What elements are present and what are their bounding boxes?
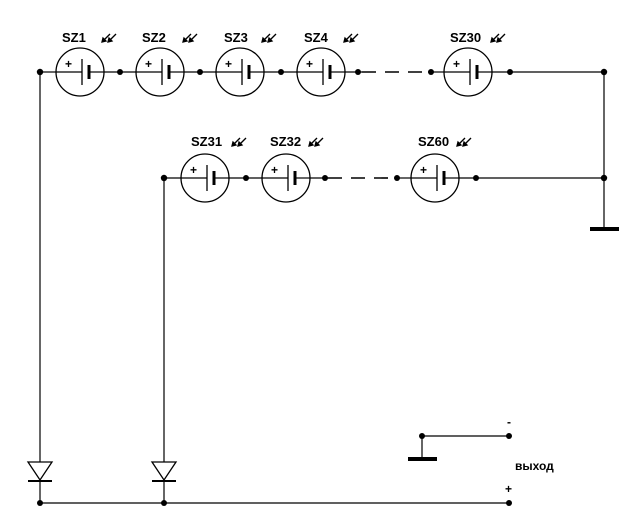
cell-sz32: + [261, 153, 311, 203]
cell-sz4: + [296, 47, 346, 97]
diode-2 [150, 461, 178, 482]
output-label: выход [515, 459, 554, 473]
label-sz31: SZ31 [191, 134, 222, 149]
cell-plus-sign: + [420, 163, 427, 177]
cell-plus-sign: + [225, 57, 232, 71]
cell-plus-sign: + [271, 163, 278, 177]
label-sz1: SZ1 [62, 30, 86, 45]
cell-sz60: + [410, 153, 460, 203]
cell-plus-sign: + [65, 57, 72, 71]
junction-dots [36, 68, 608, 506]
output-plus-label: + [505, 482, 512, 496]
label-sz3: SZ3 [224, 30, 248, 45]
cell-sz31: + [180, 153, 230, 203]
label-sz32: SZ32 [270, 134, 301, 149]
label-sz30: SZ30 [450, 30, 481, 45]
cell-plus-sign: + [306, 57, 313, 71]
cell-plus-sign: + [190, 163, 197, 177]
label-sz4: SZ4 [304, 30, 329, 45]
light-arrows-icon [101, 33, 506, 147]
label-sz60: SZ60 [418, 134, 449, 149]
cell-plus-sign: + [145, 57, 152, 71]
diode-1 [26, 461, 54, 482]
cell-sz2: + [135, 47, 185, 97]
output-minus-label: - [507, 415, 511, 429]
cell-plus-sign: + [453, 57, 460, 71]
cell-sz3: + [215, 47, 265, 97]
cell-sz1: + [55, 47, 105, 97]
cell-sz30: + [443, 47, 493, 97]
label-sz2: SZ2 [142, 30, 166, 45]
